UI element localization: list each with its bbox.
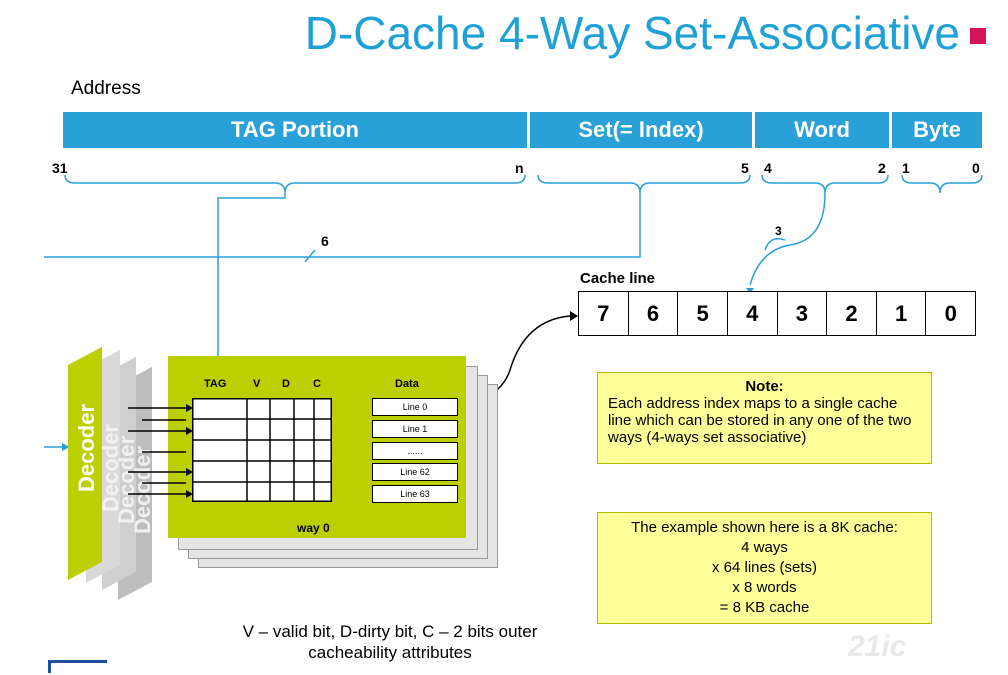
data-line-63: Line 63 <box>372 485 458 503</box>
cache-line-cell: 4 <box>727 292 778 335</box>
data-line-0: Line 0 <box>372 398 458 416</box>
tag-portion-segment: TAG Portion <box>63 112 527 148</box>
byte-brace <box>901 174 983 194</box>
data-line-1: Line 1 <box>372 420 458 438</box>
cache-line-cell: 1 <box>876 292 927 335</box>
decoder-label: Decoder <box>74 403 99 493</box>
set-bus-slash <box>304 249 316 263</box>
legend-line-2: cacheability attributes <box>308 643 472 662</box>
bit-31-label: 31 <box>52 160 68 176</box>
data-line-62: Line 62 <box>372 463 458 481</box>
example-line: x 8 words <box>732 579 797 596</box>
word-bus-slash <box>764 238 786 251</box>
word-bus-width: 3 <box>775 224 782 238</box>
decoder-input-arrowhead <box>62 443 70 451</box>
note-body: Each address index maps to a single cach… <box>608 395 912 446</box>
way-label: way 0 <box>297 521 330 535</box>
valid-header: V <box>253 378 261 390</box>
bit-5-label: 5 <box>741 160 749 176</box>
note-box: Note: Each address index maps to a singl… <box>597 372 932 464</box>
data-line-ellipsis: ...... <box>372 442 458 460</box>
word-line <box>749 192 826 286</box>
decoder-outputs <box>128 404 193 498</box>
bit-n-label: n <box>515 160 524 176</box>
tag-brace <box>64 174 526 194</box>
dirty-header: D <box>282 378 290 390</box>
cache-line-cell: 2 <box>827 292 877 335</box>
bit-0-label: 0 <box>972 160 980 176</box>
cache-line-cell: 5 <box>678 292 728 335</box>
example-line: x 64 lines (sets) <box>711 559 818 576</box>
legend-footer: V – valid bit, D-dirty bit, C – 2 bits o… <box>180 621 600 663</box>
tag-header: TAG <box>204 378 227 390</box>
set-bus-width: 6 <box>321 233 329 249</box>
watermark: 21ic <box>848 630 907 663</box>
cacheability-header: C <box>313 378 321 390</box>
logo-fragment <box>48 660 107 673</box>
example-box: The example shown here is a 8K cache: 4 … <box>597 512 932 624</box>
note-title: Note: <box>745 378 784 395</box>
title-accent-square <box>970 28 986 44</box>
tag-line <box>217 193 286 356</box>
cache-line-cell: 0 <box>926 292 975 335</box>
bit-1-label: 1 <box>902 160 910 176</box>
bit-2-label: 2 <box>878 160 886 176</box>
example-line: 4 ways <box>741 539 788 556</box>
bit-4-label: 4 <box>764 160 772 176</box>
cache-line-label: Cache line <box>580 270 656 287</box>
word-segment: Word <box>755 112 889 148</box>
set-brace <box>537 174 751 194</box>
page-title: D-Cache 4-Way Set-Associative <box>304 7 960 59</box>
cache-line-cell: 7 <box>579 292 629 335</box>
example-line: = 8 KB cache <box>719 599 810 616</box>
cache-line-cell: 3 <box>777 292 828 335</box>
cache-line-cell: 6 <box>628 292 679 335</box>
example-line: The example shown here is a 8K cache: <box>631 519 898 536</box>
word-brace <box>761 174 889 194</box>
set-line <box>44 193 641 258</box>
address-label: Address <box>71 78 141 99</box>
legend-line-1: V – valid bit, D-dirty bit, C – 2 bits o… <box>242 622 538 641</box>
cache-line-row: 7 6 5 4 3 2 1 0 <box>578 291 976 336</box>
byte-segment: Byte <box>892 112 982 148</box>
tag-grid <box>192 398 332 502</box>
data-header: Data <box>395 378 419 390</box>
set-index-segment: Set(= Index) <box>530 112 752 148</box>
